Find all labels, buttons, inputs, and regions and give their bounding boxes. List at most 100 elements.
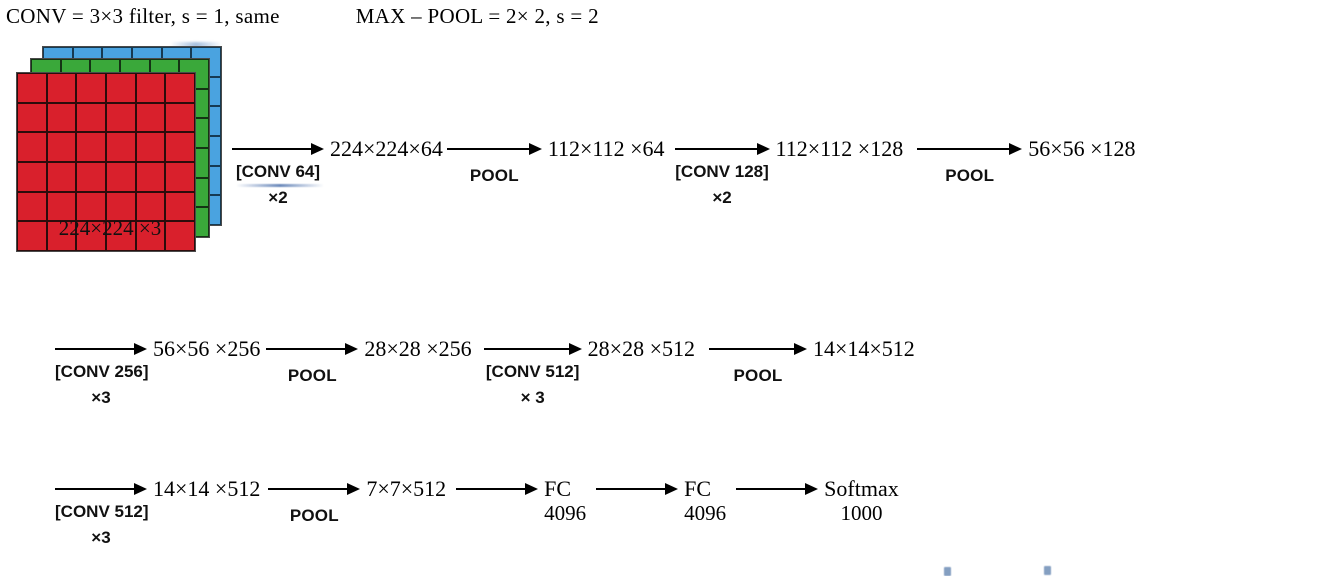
- arrow-shaft: [456, 488, 526, 491]
- cube-cell: [76, 191, 106, 222]
- flow-arrow: [CONV 256]×3: [55, 338, 149, 407]
- cube-cell: [17, 191, 47, 222]
- volume-dims: 112×112 ×128: [775, 136, 904, 161]
- arrow-shaft: [483, 348, 569, 351]
- cube-cell: [46, 132, 77, 162]
- arrow-icon: [483, 338, 582, 360]
- volume-dims: 14×14×512: [812, 336, 915, 361]
- volume-dims: FC: [684, 476, 712, 501]
- arrow-shaft: [232, 148, 311, 151]
- cube-cell: [165, 132, 195, 162]
- arrow-shaft: [708, 348, 794, 351]
- conv-block-label: [CONV 128]: [675, 162, 769, 181]
- cube-layer-red: [16, 72, 196, 252]
- arrow-head: [134, 342, 147, 355]
- cube-cell: [105, 191, 136, 222]
- arrow-shaft: [917, 148, 1010, 151]
- cube-cell: [76, 102, 106, 133]
- volume-units: 4096: [544, 501, 587, 525]
- arrow-head: [805, 482, 819, 495]
- cube-cell: [17, 132, 47, 162]
- volume-label: 56×56 ×256: [153, 338, 260, 360]
- arrow-head: [793, 342, 807, 355]
- conv-repeat-label: × 3: [520, 388, 545, 407]
- flow-arrow: POOL: [917, 138, 1023, 185]
- arrow-head: [756, 142, 770, 155]
- arrow-shaft: [446, 148, 529, 151]
- conv-block-label: [CONV 64]: [235, 162, 321, 181]
- conv-spec-text: CONV = 3×3 filter, s = 1, same: [6, 4, 280, 28]
- cube-cell: [105, 221, 136, 251]
- cube-cell: [46, 73, 77, 103]
- arrow-icon: [55, 338, 147, 360]
- flow-arrow: [CONV 128] ×2: [674, 138, 770, 207]
- volume-units: 4096: [684, 501, 727, 525]
- arrow-head: [1009, 142, 1023, 155]
- arrow-head: [665, 482, 679, 495]
- volume-label: 14×14 ×512: [153, 478, 260, 500]
- ink-mark: [1044, 566, 1051, 575]
- arrow-icon: [708, 338, 807, 360]
- pool-label: POOL: [287, 366, 337, 385]
- volume-dims: 28×28 ×512: [587, 336, 695, 361]
- conv-repeat-label: ×2: [268, 188, 288, 207]
- volume-dims: 14×14 ×512: [153, 476, 261, 501]
- arrow-icon: [55, 478, 147, 500]
- cube-cell: [76, 221, 106, 251]
- ink-smudge-top: [170, 42, 222, 48]
- arrow-icon: [268, 478, 361, 500]
- cube-cell: [165, 221, 195, 251]
- cube-cell: [165, 102, 195, 133]
- cube-cell: [17, 221, 47, 251]
- cube-cell: [46, 161, 77, 192]
- cube-cell: [17, 102, 47, 133]
- volume-label: 112×112 ×64: [548, 138, 665, 160]
- cube-cell: [17, 161, 47, 192]
- cube-cell: [17, 73, 47, 103]
- volume-label: 28×28 ×256: [364, 338, 471, 360]
- pool-label: POOL: [289, 506, 339, 525]
- arrow-shaft: [266, 348, 346, 351]
- spec-header: CONV = 3×3 filter, s = 1, same MAX – POO…: [6, 4, 1306, 34]
- volume-label: 112×112 ×128: [776, 138, 904, 160]
- arrow-icon: [736, 478, 819, 500]
- cube-cell: [46, 191, 77, 222]
- arrow-head: [134, 482, 147, 495]
- conv-repeat-label: ×2: [712, 188, 732, 207]
- flow-arrow: [CONV 512]×3: [55, 478, 149, 547]
- flow-arrow: POOL: [446, 138, 542, 185]
- cube-cell: [46, 221, 77, 251]
- arrow-shaft: [596, 488, 666, 491]
- flow-arrow: POOL: [266, 338, 359, 385]
- cube-cell: [165, 191, 195, 222]
- arrow-head: [525, 482, 539, 495]
- cube-cell: [135, 221, 166, 251]
- cube-cell: [165, 161, 195, 192]
- volume-units: 1000: [840, 501, 883, 525]
- cube-cell: [76, 73, 106, 103]
- arrow-head: [345, 342, 359, 355]
- arrow-shaft: [55, 488, 134, 491]
- arrow-head: [528, 142, 542, 155]
- volume-label: 224×224×64: [330, 138, 443, 160]
- pool-label: POOL: [945, 166, 995, 185]
- arrow-shaft: [55, 348, 134, 351]
- arrow-shaft: [674, 148, 757, 151]
- arrow-icon: [446, 138, 542, 160]
- arrow-shaft: [736, 488, 806, 491]
- cube-cell: [135, 73, 166, 103]
- cube-cell: [46, 102, 77, 133]
- volume-label: 7×7×512: [366, 478, 446, 500]
- volume-dims: 224×224×64: [330, 136, 443, 161]
- cube-cell: [135, 102, 166, 133]
- cube-cell: [135, 132, 166, 162]
- flow-arrow: [CONV 64] ×2: [232, 138, 324, 207]
- arrow-icon: [232, 138, 324, 160]
- cube-cell: [135, 191, 166, 222]
- input-volume-cube: [2, 40, 234, 292]
